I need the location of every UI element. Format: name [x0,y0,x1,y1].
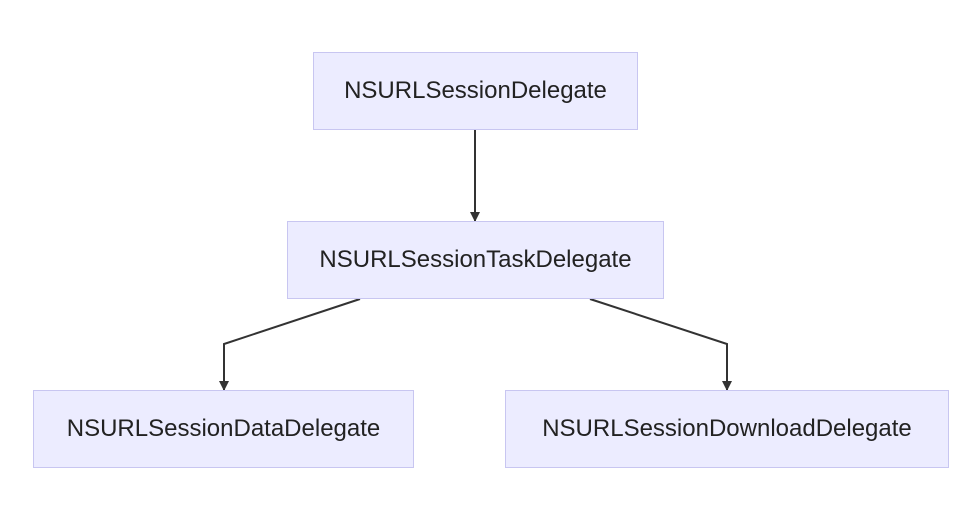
node-label: NSURLSessionDownloadDelegate [542,415,912,442]
node-nsurlsessiontaskdelegate: NSURLSessionTaskDelegate [287,221,664,299]
node-nsurlsessiondatadelegate: NSURLSessionDataDelegate [33,390,414,468]
edge-task-to-data [219,298,361,391]
node-label: NSURLSessionDataDelegate [66,415,381,442]
node-nsurlsessiondownloaddelegate: NSURLSessionDownloadDelegate [505,390,949,468]
node-label: NSURLSessionDelegate [344,77,607,104]
edge-task-to-download [589,298,732,391]
node-nsurlsessiondelegate: NSURLSessionDelegate [313,52,638,130]
node-label: NSURLSessionTaskDelegate [319,246,632,273]
